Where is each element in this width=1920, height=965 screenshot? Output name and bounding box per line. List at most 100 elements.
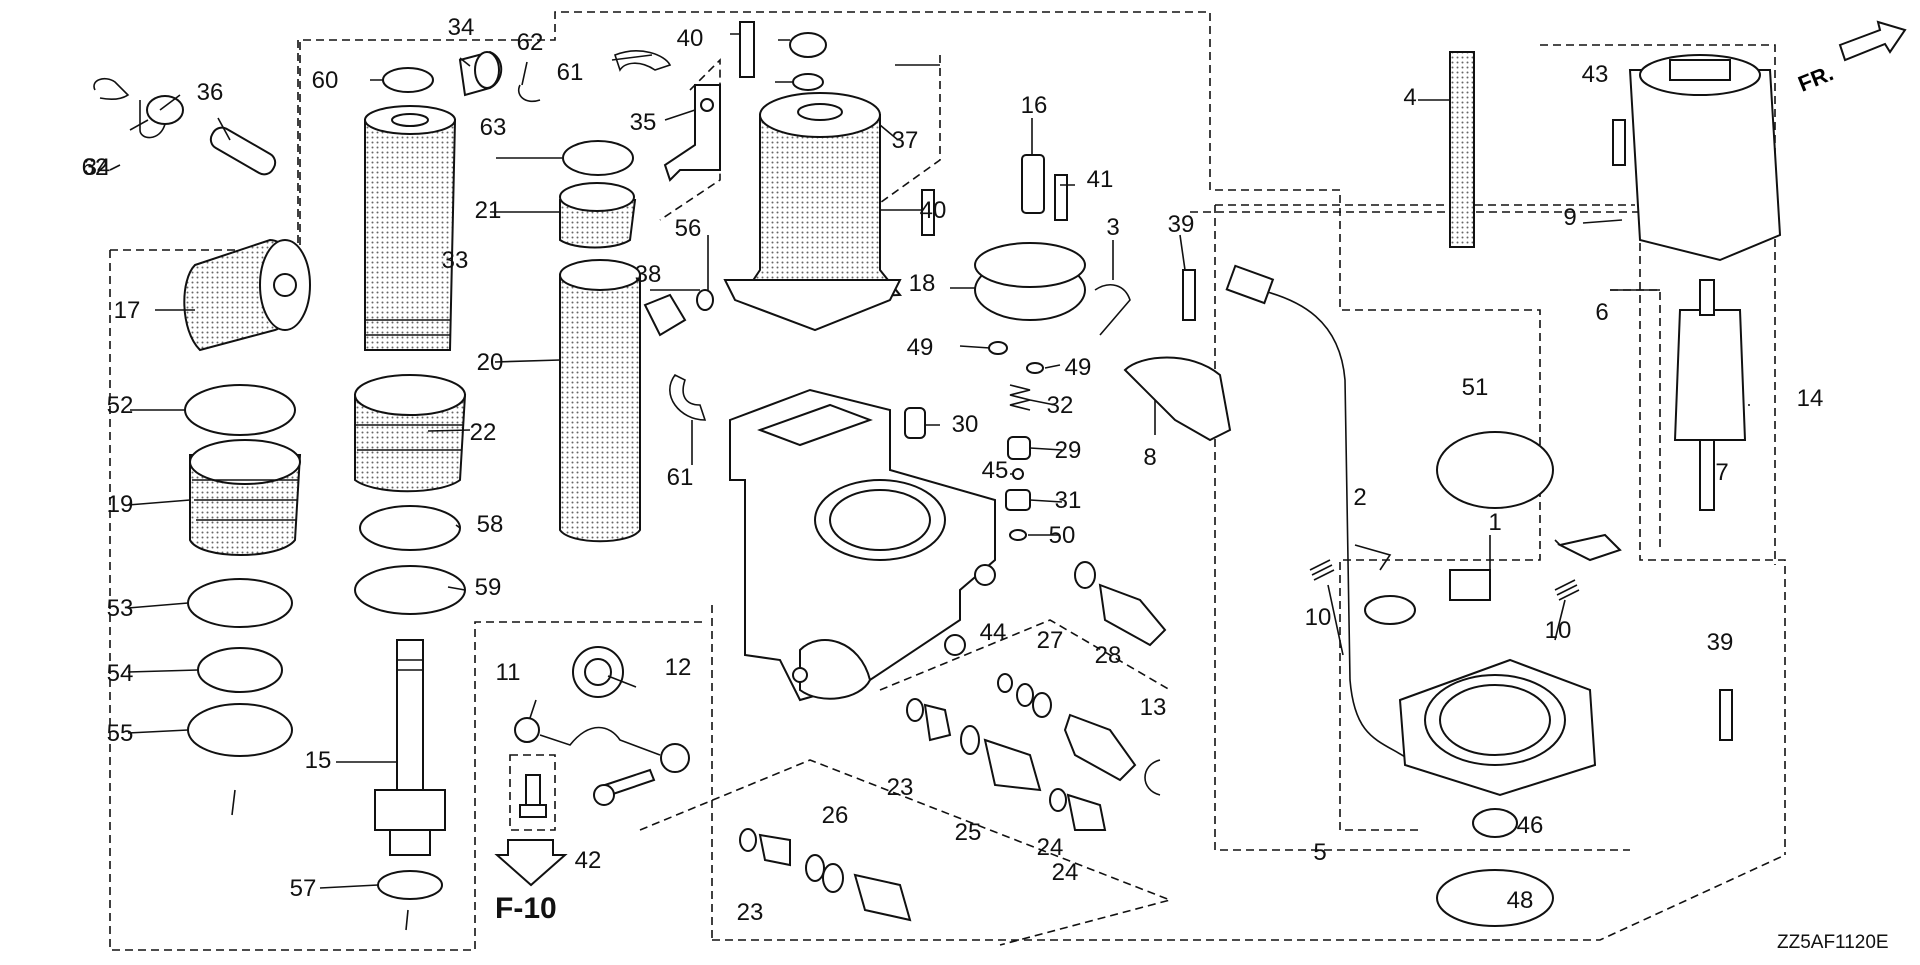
ring-24 (1049, 788, 1067, 812)
callout-label: 60 (312, 67, 339, 94)
bushing-34-left (146, 95, 184, 125)
cylinder-column-parts (354, 50, 541, 931)
valve-38 (643, 293, 687, 337)
leader-lines (109, 33, 1750, 889)
callout-label: 48 (1507, 887, 1534, 914)
seat-31 (1005, 489, 1031, 511)
plug-26 (853, 873, 912, 922)
cap-63 (789, 32, 827, 58)
ring-60 (382, 67, 434, 93)
valve-29 (1007, 436, 1031, 460)
ring-27-a (1016, 683, 1034, 707)
ring-48 (1436, 869, 1554, 927)
cylinder-33 (364, 119, 457, 351)
plug-23-mid (923, 703, 952, 742)
callout-label: 24 (1037, 834, 1064, 861)
callout-label: 12 (665, 654, 692, 681)
clip-3 (1094, 284, 1131, 336)
callout-label: 44 (980, 619, 1007, 646)
clamp-61-top (614, 50, 672, 72)
callout-label: 28 (1095, 642, 1122, 669)
callout-label: 61 (557, 59, 584, 86)
callout-label: 24 (1052, 859, 1079, 886)
ring-53 (187, 578, 293, 628)
ring-23-mid (906, 698, 924, 722)
ring-59 (354, 565, 466, 615)
callout-label: 27 (1037, 627, 1064, 654)
ring-55 (187, 703, 293, 757)
callout-label: 1 (1488, 509, 1501, 536)
callout-label: 51 (1462, 374, 1489, 401)
callout-label: 6 (1595, 299, 1608, 326)
callout-label: 38 (635, 261, 662, 288)
callout-label: 22 (470, 419, 497, 446)
callout-label: 19 (107, 491, 134, 518)
group-boundaries (109, 11, 1786, 951)
piston-22 (354, 394, 467, 493)
armature-7 (1673, 309, 1747, 441)
callout-label: 41 (1087, 166, 1114, 193)
callout-label: 46 (1517, 812, 1544, 839)
valve-27 (1063, 713, 1137, 782)
callout-label: 62 (82, 154, 109, 181)
callout-label: 20 (477, 349, 504, 376)
ring-44 (997, 673, 1013, 693)
washer-11 (514, 717, 540, 743)
rod-15 (396, 639, 424, 791)
callout-label: 39 (1168, 211, 1195, 238)
plug-30 (904, 407, 926, 439)
callout-label: 36 (197, 79, 224, 106)
cap-46 (1472, 808, 1518, 838)
callout-label: 23 (737, 899, 764, 926)
callout-label: 21 (475, 197, 502, 224)
ring-26-a (805, 854, 825, 882)
ring-28 (1074, 561, 1096, 589)
callout-label: 7 (1715, 459, 1728, 486)
ring-26-b (822, 863, 844, 893)
callout-label: 40 (677, 25, 704, 52)
callout-label: 34 (84, 154, 111, 181)
clip-62-top (518, 84, 541, 103)
callout-label: 35 (630, 109, 657, 136)
ring-23-low (739, 828, 757, 852)
callout-label: 23 (887, 774, 914, 801)
callout-label: 37 (892, 127, 919, 154)
tube-20 (559, 274, 641, 543)
callout-label: 43 (1582, 61, 1609, 88)
brush-2 (1354, 544, 1392, 571)
ring-49-right (1026, 362, 1044, 374)
lower-valve-parts (494, 561, 1167, 922)
ring-51 (1436, 431, 1554, 509)
spring-10-left (1309, 559, 1335, 581)
ball-45 (1012, 468, 1024, 480)
frame-6 (1610, 289, 1661, 550)
screw-43 (1612, 119, 1626, 166)
callout-label: 57 (290, 875, 317, 902)
ring-66 (562, 140, 634, 176)
callout-label: 53 (107, 595, 134, 622)
bracket-35 (663, 84, 721, 182)
ring-25 (960, 725, 980, 755)
callout-label: 25 (955, 819, 982, 846)
sleeve-25 (983, 738, 1042, 792)
plug-23-low (758, 833, 791, 867)
callout-label: 17 (114, 297, 141, 324)
brush-plate (1364, 595, 1416, 625)
callout-label: 9 (1563, 204, 1576, 231)
front-arrow (1838, 20, 1907, 62)
cover-8 (1123, 356, 1232, 442)
hose-11 (539, 726, 661, 756)
callout-label: 59 (475, 574, 502, 601)
bolt-40-middle (921, 189, 935, 236)
left-column-parts (93, 78, 311, 816)
drawing-code: ZZ5AF1120E (1777, 932, 1889, 953)
bolt-box (509, 754, 556, 831)
ring-49-left (988, 341, 1008, 355)
callout-label: 10 (1545, 617, 1572, 644)
callout-label: 34 (448, 14, 475, 41)
callout-label: 4 (1403, 84, 1416, 111)
callout-label: 39 (1707, 629, 1734, 656)
ring-58 (359, 505, 461, 551)
f10-arrow (494, 839, 568, 887)
